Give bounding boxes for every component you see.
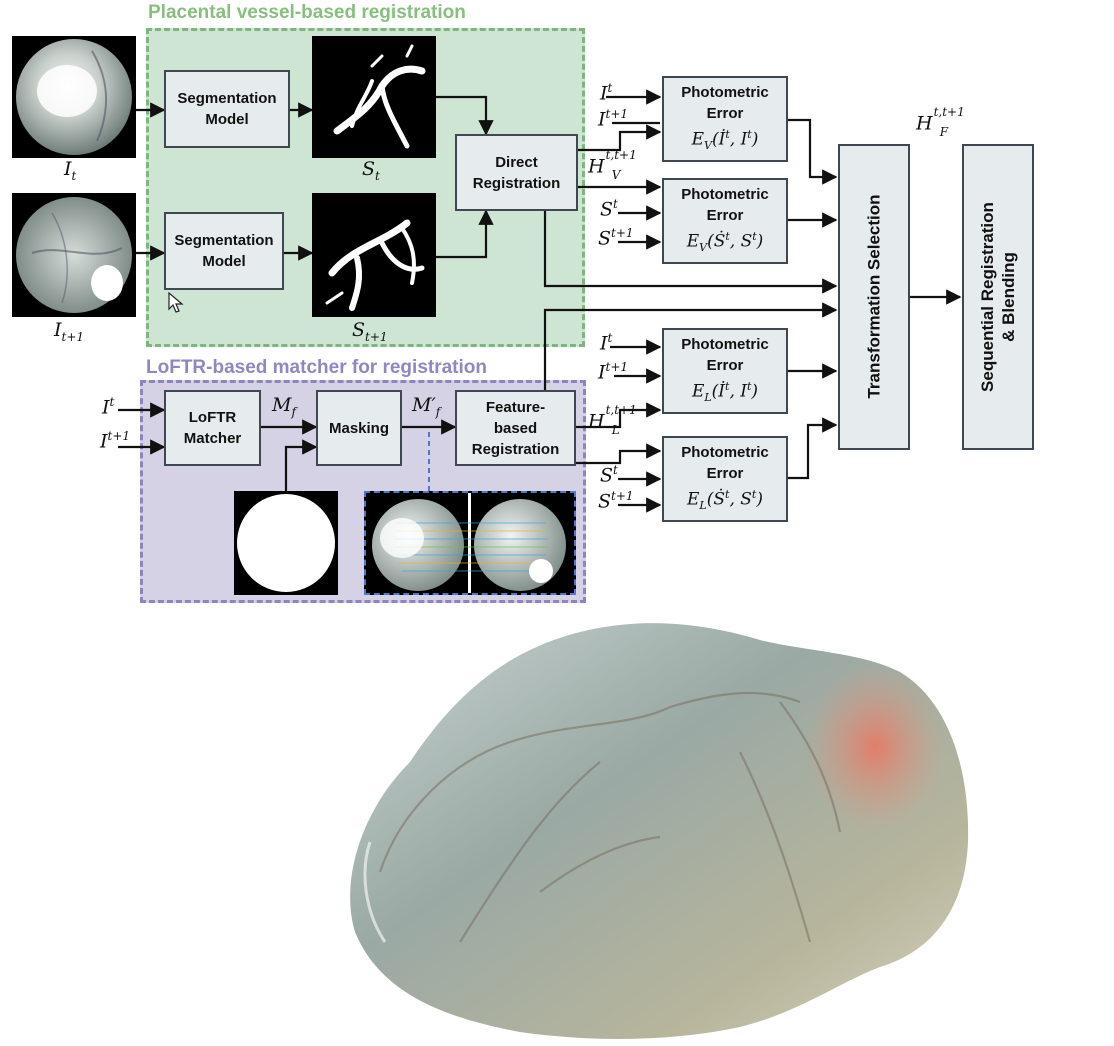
sequential-blending-box <box>962 144 1034 450</box>
feature-matches-image <box>364 491 576 595</box>
label-pe1-input-It: It <box>600 81 613 105</box>
masking-box: Masking <box>316 390 402 466</box>
label-M-f-prime: M′f <box>412 394 441 419</box>
label-pe2-input-St1: St+1 <box>598 226 634 250</box>
segmentation-mask-t <box>312 36 436 158</box>
label-pe1-input-It1: It+1 <box>598 107 629 131</box>
segmentation-mask-t1 <box>312 193 436 317</box>
label-loftr-input-It: It <box>102 395 115 419</box>
label-H-L: Ht,t+1L <box>588 403 637 438</box>
loftr-region-title: LoFTR-based matcher for registration <box>146 357 487 378</box>
label-S-t: St <box>362 158 380 183</box>
mosaic-result-image <box>350 623 969 1039</box>
transformation-selection-label: Transformation Selection <box>864 194 884 399</box>
binary-mask-image <box>234 491 338 595</box>
label-I-t1: It+1 <box>54 319 85 344</box>
label-pe2-input-St: St <box>600 197 618 221</box>
frame-t1-image <box>12 193 136 317</box>
label-pe4-input-St1: St+1 <box>598 489 634 513</box>
transformation-selection-box <box>838 144 910 450</box>
label-I-t: It <box>64 158 77 183</box>
label-pe3-input-It: It <box>600 331 613 355</box>
mouse-cursor-icon <box>168 292 184 313</box>
frame-t-image <box>12 36 136 158</box>
label-pe3-input-It1: It+1 <box>598 360 629 384</box>
label-pe4-input-St: St <box>600 463 618 487</box>
label-S-t1: St+1 <box>352 319 388 344</box>
label-M-f: Mf <box>272 394 296 419</box>
label-H-V: Ht,t+1V <box>588 148 637 183</box>
label-loftr-input-It1: It+1 <box>100 429 131 453</box>
sequential-blending-label: Sequential Registration & Blending <box>978 202 1018 392</box>
label-H-F: Ht,t+1F <box>916 105 965 140</box>
vessel-region-title: Placental vessel-based registration <box>148 2 466 23</box>
